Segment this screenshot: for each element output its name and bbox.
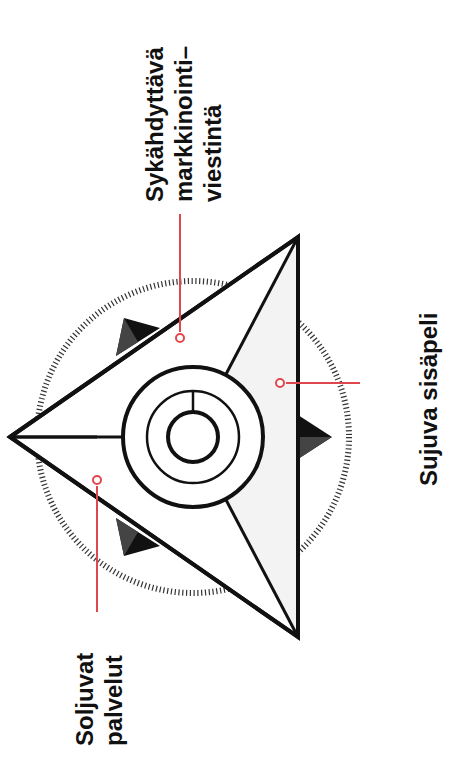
callout-label: Sujuva sisäpeli <box>414 313 443 486</box>
triangle-outline <box>10 237 298 637</box>
leader-dot <box>93 476 101 484</box>
leader-line <box>286 382 360 384</box>
leader-line <box>179 214 181 332</box>
sector-divider <box>10 436 193 439</box>
leader-line <box>96 486 98 612</box>
compass-spike <box>298 415 332 459</box>
callout-label: Sykähdyttävä markkinointi– viestintä <box>140 46 227 202</box>
triangle-outline <box>10 237 298 637</box>
leader-dot <box>176 334 184 342</box>
compass-spike <box>298 437 332 459</box>
sector-divider <box>192 391 195 412</box>
callout-label: Soljuvat palvelut <box>70 653 128 746</box>
leader-dot <box>276 379 284 387</box>
